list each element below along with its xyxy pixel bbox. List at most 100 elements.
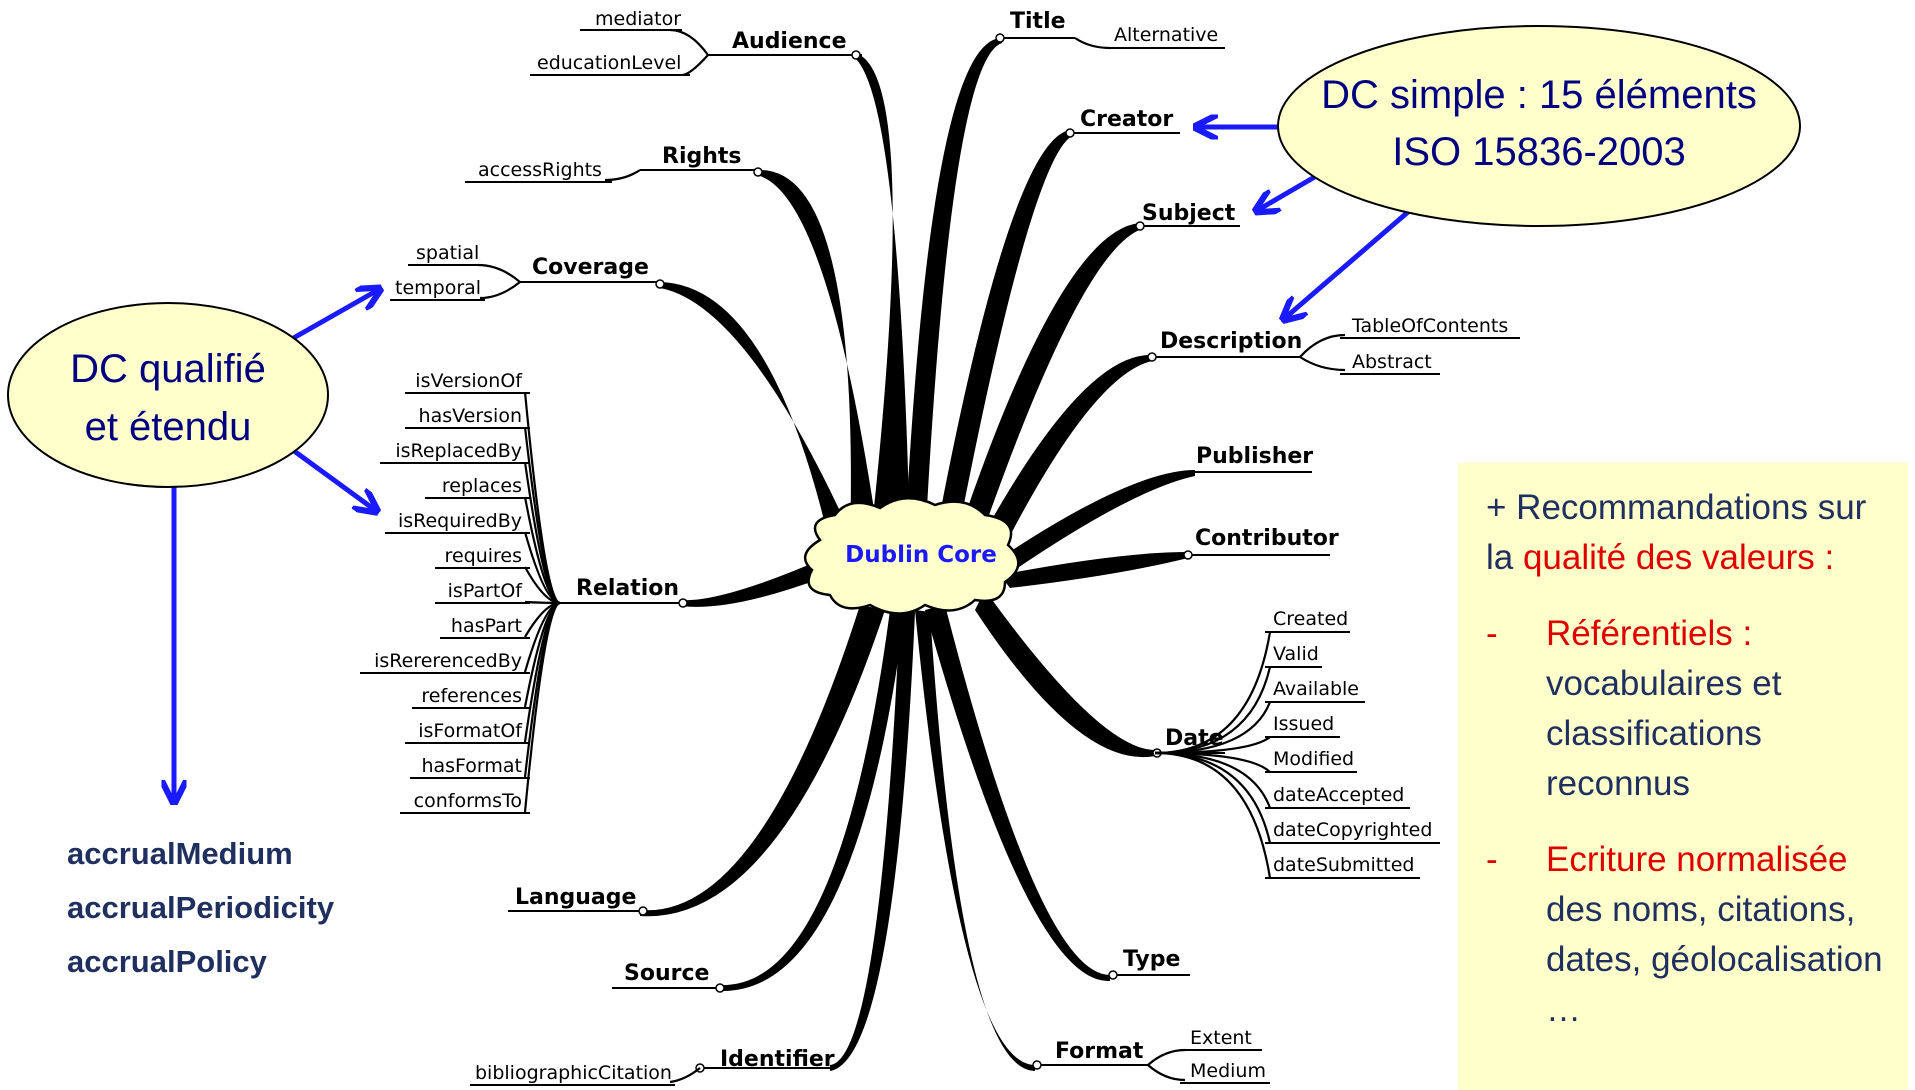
hub-cloud-shape: [803, 497, 1020, 615]
spoke-title: [905, 38, 1002, 545]
ref-audience-1: educationLevel: [537, 52, 681, 74]
ref-date-7: dateSubmitted: [1273, 854, 1414, 876]
hub-label: Dublin Core: [845, 542, 997, 568]
ref-relation-6: isPartOf: [448, 580, 524, 602]
spoke-contributor: [1000, 552, 1188, 588]
reco-item-2-highlight: Ecriture normalisée: [1546, 840, 1848, 879]
reco-item-2-bullet: -: [1486, 840, 1498, 879]
reco-item-1-text: vocabulaires et classifications reconnus: [1546, 664, 1782, 803]
dc-simple-callout: DC simple : 15 éléments ISO 15836-2003: [1277, 25, 1801, 227]
branch-subject: Subject: [1142, 201, 1236, 226]
ref-coverage-1: temporal: [395, 277, 481, 299]
ref-description-1: Abstract: [1352, 351, 1432, 373]
date-refinements: Created Valid Available Issued Modified …: [1265, 608, 1440, 879]
spoke-creator: [935, 130, 1072, 550]
dc-simple-line2: ISO 15836-2003: [1392, 130, 1686, 174]
arrow-to-relation: [288, 445, 375, 510]
reco-intro: + Recommandations sur la qualité des val…: [1486, 483, 1890, 583]
relation-refinements: isVersionOf hasVersion isReplacedBy repl…: [360, 370, 530, 814]
ref-relation-10: isFormatOf: [418, 720, 523, 742]
ref-relation-0: isVersionOf: [415, 370, 523, 392]
spoke-subject: [955, 223, 1142, 555]
dc-qualified-bubble: [7, 302, 329, 488]
branch-rights: Rights: [662, 144, 742, 169]
reco-intro-prefix: + Recommandations sur la: [1486, 488, 1867, 577]
ref-date-4: Modified: [1273, 748, 1354, 770]
dc-simple-bubble: [1277, 25, 1801, 227]
reco-item-2-text: des noms, citations, dates, géolocalisat…: [1546, 890, 1883, 1029]
hub-cloud: Dublin Core: [803, 497, 1020, 615]
accrual-item-2: accrualPolicy: [67, 944, 268, 979]
ref-date-3: Issued: [1273, 713, 1334, 735]
ref-date-5: dateAccepted: [1273, 784, 1404, 806]
branch-relation: Relation: [576, 576, 679, 601]
arrow-to-subject: [1258, 172, 1320, 210]
ref-coverage-0: spatial: [416, 242, 479, 264]
ref-date-6: dateCopyrighted: [1273, 819, 1432, 841]
ref-relation-9: references: [421, 685, 522, 707]
dc-simple-line1: DC simple : 15 éléments: [1321, 73, 1757, 117]
ref-date-0: Created: [1273, 608, 1348, 630]
ref-relation-2: isReplacedBy: [395, 440, 522, 462]
spoke-relation: [680, 560, 822, 607]
arrow-to-coverage: [288, 290, 378, 343]
branch-source: Source: [624, 961, 709, 986]
ref-format-0: Extent: [1190, 1027, 1252, 1049]
spoke-format: [915, 610, 1035, 1071]
reco-item-2: - Ecriture normalisée des noms, citations…: [1486, 835, 1890, 1035]
branch-audience: Audience: [732, 29, 847, 54]
reco-intro-highlight: qualité des valeurs :: [1522, 538, 1835, 577]
ref-relation-1: hasVersion: [419, 405, 522, 427]
dc-qualified-callout: DC qualifié et étendu: [7, 302, 329, 488]
branch-publisher: Publisher: [1196, 444, 1313, 469]
ref-relation-12: conformsTo: [414, 790, 522, 812]
branch-format: Format: [1055, 1039, 1144, 1064]
branch-language: Language: [515, 885, 636, 910]
ref-format-1: Medium: [1190, 1060, 1266, 1082]
ref-relation-5: requires: [445, 545, 522, 567]
branch-coverage: Coverage: [532, 255, 649, 280]
arrow-to-description: [1285, 210, 1410, 318]
ref-identifier-0: bibliographicCitation: [475, 1062, 672, 1084]
ref-audience-0: mediator: [595, 8, 681, 30]
spoke-audience: [855, 55, 910, 545]
spoke-description: [975, 355, 1152, 565]
ref-title-0: Alternative: [1114, 24, 1218, 46]
ref-relation-7: hasPart: [451, 615, 522, 637]
spoke-identifier: [830, 610, 915, 1071]
ref-relation-3: replaces: [442, 475, 522, 497]
reco-item-1-bullet: -: [1486, 614, 1498, 653]
ref-relation-4: isRequiredBy: [398, 510, 522, 532]
recommendations-box: + Recommandations sur la qualité des val…: [1458, 463, 1908, 1090]
spoke-source: [720, 610, 905, 992]
ref-date-2: Available: [1273, 678, 1359, 700]
accrual-item-0: accrualMedium: [67, 836, 293, 871]
reco-item-1-highlight: Référentiels :: [1546, 614, 1753, 653]
refinement-labels: mediator educationLevel Alternative acce…: [360, 8, 1520, 1086]
branch-contributor: Contributor: [1195, 526, 1339, 551]
branch-description: Description: [1160, 329, 1302, 354]
dc-qualified-line1: DC qualifié: [70, 347, 266, 391]
reco-item-1: - Référentiels : vocabulaires et classifi…: [1486, 609, 1890, 809]
callout-arrows: [174, 127, 1410, 800]
accrual-list: accrualMedium accrualPeriodicity accrual…: [67, 836, 335, 979]
branch-creator: Creator: [1080, 107, 1173, 132]
ref-date-1: Valid: [1273, 643, 1319, 665]
branch-type: Type: [1123, 947, 1180, 972]
branch-labels: Audience Title Creator Subject Rights Co…: [508, 9, 1339, 1073]
spoke-language: [640, 605, 885, 917]
sub-connectors: [477, 28, 1346, 1084]
ref-relation-8: isRererencedBy: [374, 650, 522, 672]
ref-rights-0: accessRights: [478, 159, 602, 181]
branch-identifier: Identifier: [720, 1047, 835, 1072]
branch-title: Title: [1010, 9, 1066, 34]
spoke-type: [925, 605, 1110, 982]
ref-relation-11: hasFormat: [421, 755, 522, 777]
spoke-date: [975, 590, 1155, 758]
dc-qualified-line2: et étendu: [85, 405, 252, 449]
accrual-item-1: accrualPeriodicity: [67, 890, 335, 925]
spoke-coverage: [660, 282, 860, 555]
ref-description-0: TableOfContents: [1351, 315, 1508, 337]
